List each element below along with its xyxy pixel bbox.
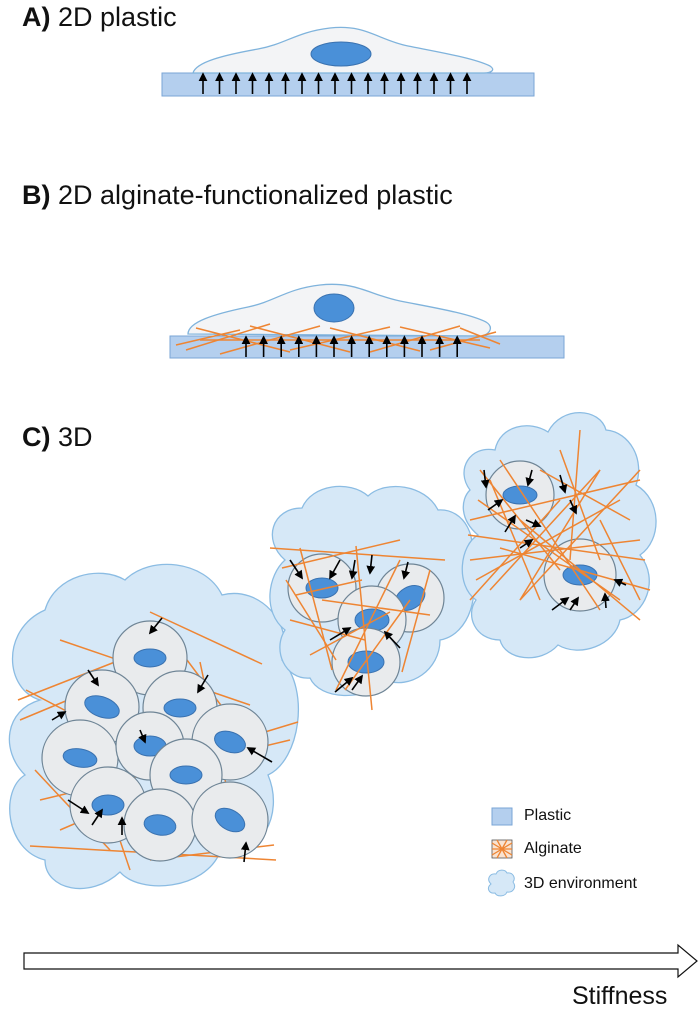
panel-b-diagram bbox=[169, 283, 565, 359]
panel-a-letter: A) bbox=[22, 2, 51, 32]
legend-plastic-label: Plastic bbox=[524, 807, 572, 824]
nucleus bbox=[502, 485, 538, 505]
arrow bbox=[87, 669, 99, 687]
traction-arrows-small bbox=[480, 469, 627, 611]
nucleus-a bbox=[310, 41, 372, 67]
panel-b-letter: B) bbox=[22, 180, 51, 210]
cluster-soft bbox=[8, 563, 300, 889]
plastic-substrate-a bbox=[161, 72, 535, 97]
arrow bbox=[246, 747, 273, 763]
nucleus bbox=[143, 814, 177, 836]
cluster-stiff bbox=[461, 411, 657, 659]
arrow bbox=[525, 519, 542, 528]
arrow bbox=[240, 841, 250, 863]
arrow bbox=[348, 559, 358, 580]
panel-a-title: 2D plastic bbox=[58, 2, 177, 32]
nucleus bbox=[133, 648, 167, 668]
arrow bbox=[569, 596, 579, 611]
stiffness-label: Stiffness bbox=[572, 982, 668, 1010]
cluster-medium bbox=[269, 485, 475, 711]
arrow bbox=[401, 561, 410, 580]
traction-arrows-medium bbox=[289, 554, 410, 693]
arrow bbox=[487, 498, 504, 511]
nucleus bbox=[562, 564, 598, 586]
legend-environment-swatch bbox=[487, 869, 516, 897]
panel-c-heading: C) 3D bbox=[22, 422, 93, 453]
arrow bbox=[148, 617, 163, 635]
arrow bbox=[613, 578, 627, 587]
nucleus bbox=[214, 807, 246, 833]
arrow bbox=[525, 469, 535, 487]
nucleus-b bbox=[313, 293, 355, 323]
legend bbox=[487, 807, 516, 897]
arrow bbox=[329, 627, 352, 641]
panel-b-title: 2D alginate-functionalized plastic bbox=[58, 180, 453, 210]
panel-a-diagram bbox=[161, 26, 535, 97]
nucleus bbox=[305, 577, 339, 599]
nucleus bbox=[62, 748, 98, 768]
arrow bbox=[366, 554, 376, 575]
adhesion-arrows-b bbox=[241, 335, 462, 357]
legend-alginate-swatch bbox=[491, 839, 513, 859]
traction-arrows-large bbox=[51, 617, 273, 863]
panel-c-title: 3D bbox=[58, 422, 93, 452]
nucleus bbox=[169, 765, 203, 785]
nucleus bbox=[91, 794, 125, 816]
alginate-fibers-small bbox=[467, 429, 651, 621]
nucleus bbox=[163, 698, 197, 718]
arrow bbox=[334, 676, 354, 693]
arrow bbox=[504, 514, 516, 533]
legend-environment-label: 3D environment bbox=[524, 875, 637, 892]
nucleus bbox=[214, 730, 246, 754]
panel-c-letter: C) bbox=[22, 422, 51, 452]
arrow bbox=[351, 674, 364, 691]
arrow bbox=[480, 469, 490, 489]
cells-large bbox=[41, 620, 269, 862]
arrow bbox=[91, 808, 103, 826]
arrow bbox=[289, 559, 303, 580]
stiffness-arrow bbox=[23, 943, 698, 979]
legend-alginate-label: Alginate bbox=[524, 840, 582, 857]
arrow bbox=[329, 559, 341, 580]
arrow bbox=[383, 630, 401, 649]
arrow bbox=[67, 799, 90, 814]
arrow bbox=[558, 474, 568, 494]
arrow bbox=[138, 729, 147, 744]
arrow bbox=[601, 592, 610, 609]
panel-a-heading: A) 2D plastic bbox=[22, 2, 177, 33]
arrow bbox=[51, 711, 67, 721]
adhesion-arrows-a bbox=[198, 72, 472, 94]
arrow bbox=[519, 539, 534, 549]
arrow bbox=[197, 674, 209, 694]
legend-plastic-swatch bbox=[491, 807, 513, 826]
nucleus bbox=[84, 695, 120, 719]
arrow bbox=[551, 596, 570, 611]
panel-b-heading: B) 2D alginate-functionalized plastic bbox=[22, 180, 453, 211]
arrow bbox=[569, 499, 578, 515]
